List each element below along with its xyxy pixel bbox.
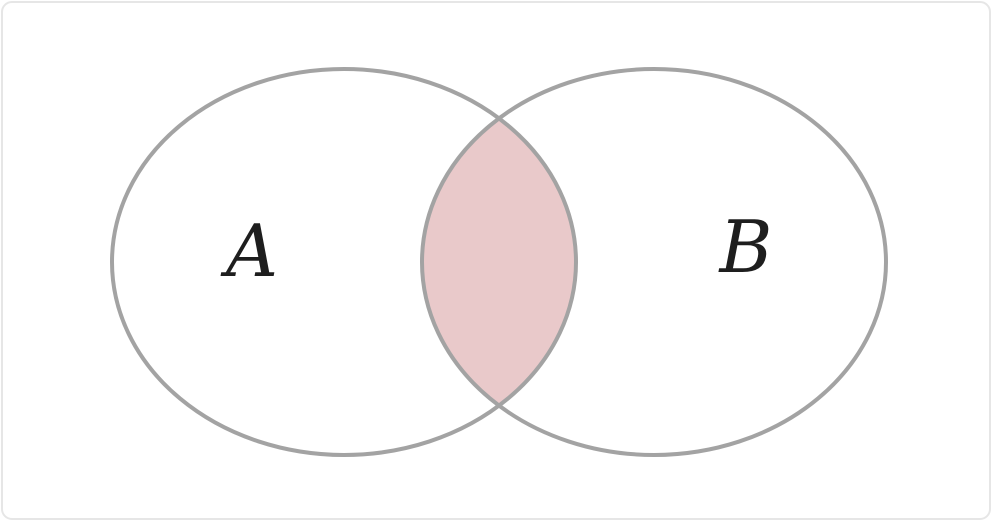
set-b-circle — [420, 67, 888, 457]
set-a-circle — [110, 67, 578, 457]
set-b-label: B — [718, 205, 773, 289]
intersection-region — [422, 69, 576, 455]
set-a-label: A — [220, 209, 278, 293]
